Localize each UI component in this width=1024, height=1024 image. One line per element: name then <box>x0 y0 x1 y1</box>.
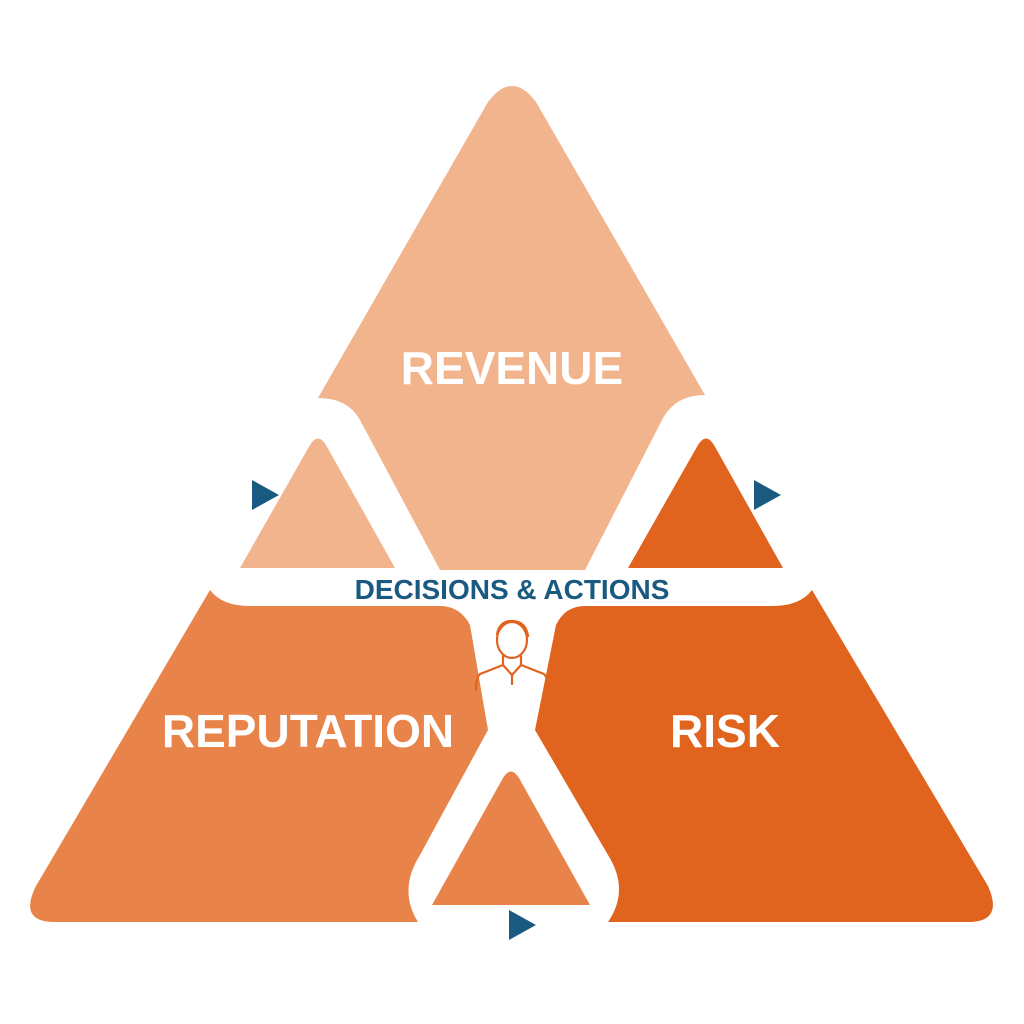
bottom-connector-triangle <box>432 771 590 905</box>
risk-label: RISK <box>670 705 780 757</box>
person-icon <box>474 619 550 692</box>
left-play-arrow-icon <box>252 480 279 510</box>
reputation-segment <box>30 590 488 922</box>
risk-segment <box>535 590 993 922</box>
revenue-label: REVENUE <box>400 342 624 394</box>
bottom-play-arrow-icon <box>509 910 536 940</box>
left-connector-triangle <box>240 438 395 568</box>
reputation-label: REPUTATION <box>161 705 455 757</box>
right-play-arrow-icon <box>754 480 781 510</box>
right-connector-triangle <box>628 438 783 568</box>
revenue-segment <box>318 86 705 570</box>
decisions-actions-label: DECISIONS & ACTIONS <box>354 574 670 605</box>
